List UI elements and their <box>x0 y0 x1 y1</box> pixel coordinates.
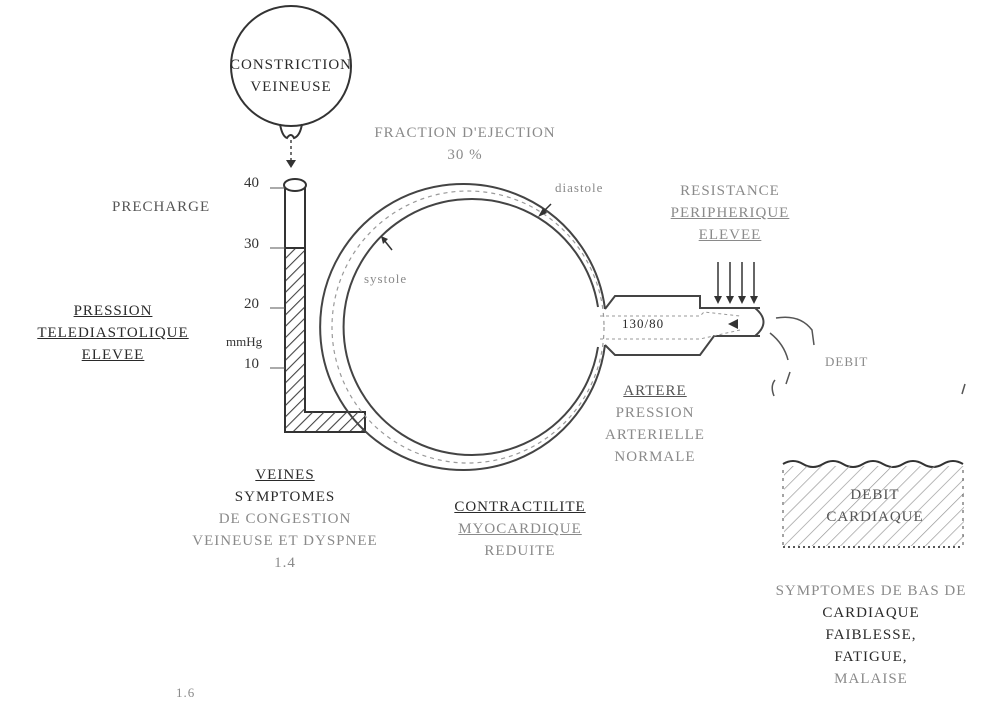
debit-box-line-1: DEBIT <box>800 484 950 506</box>
symptomes-line-3: FAIBLESSE, <box>756 624 986 646</box>
constriction-line-1: CONSTRICTION <box>226 54 356 76</box>
artere-line-3: ARTERIELLE <box>600 424 710 446</box>
debit-caption: DEBIT <box>825 351 868 373</box>
resistance-label: RESISTANCE PERIPHERIQUE ELEVEE <box>660 180 800 246</box>
resistance-line-3: ELEVEE <box>660 224 800 246</box>
pression-line-1: PRESSION <box>8 300 218 322</box>
artere-line-2: PRESSION <box>600 402 710 424</box>
symptomes-line-2: CARDIAQUE <box>756 602 986 624</box>
scale-tick-10: 10 <box>244 356 259 373</box>
pressure-value-label: 130/80 <box>622 313 664 335</box>
veines-label: VEINES SYMPTOMES DE CONGESTION VEINEUSE … <box>140 464 430 574</box>
fraction-line-2: 30 % <box>345 144 585 166</box>
scale-tick-20: 20 <box>244 296 259 313</box>
diastole-label: diastole <box>555 177 603 199</box>
artere-label: ARTERE PRESSION ARTERIELLE NORMALE <box>600 380 710 468</box>
constriction-line-2: VEINEUSE <box>226 76 356 98</box>
contractilite-line-1: CONTRACTILITE <box>430 496 610 518</box>
resistance-line-1: RESISTANCE <box>660 180 800 202</box>
fraction-ejection-label: FRACTION D'EJECTION 30 % <box>345 122 585 166</box>
venous-reservoir <box>270 179 365 432</box>
symptomes-line-1: SYMPTOMES DE BAS DE <box>756 580 986 602</box>
resistance-arrows <box>714 262 758 304</box>
veines-line-4: VEINEUSE ET DYSPNEE <box>140 530 430 552</box>
fraction-line-1: FRACTION D'EJECTION <box>345 122 585 144</box>
veines-line-2: SYMPTOMES <box>140 486 430 508</box>
scale-tick-30: 30 <box>244 236 259 253</box>
page-number: 1.6 <box>176 682 195 704</box>
veines-line-3: DE CONGESTION <box>140 508 430 530</box>
contractilite-line-3: REDUITE <box>430 540 610 562</box>
pression-line-2: TELEDIASTOLIQUE <box>8 322 218 344</box>
debit-box-line-2: CARDIAQUE <box>800 506 950 528</box>
scale-unit: mmHg <box>226 334 262 350</box>
resistance-line-2: PERIPHERIQUE <box>660 202 800 224</box>
contractilite-label: CONTRACTILITE MYOCARDIQUE REDUITE <box>430 496 610 562</box>
pression-label: PRESSION TELEDIASTOLIQUE ELEVEE <box>8 300 218 366</box>
symptomes-line-4: FATIGUE, <box>756 646 986 668</box>
systole-label: systole <box>364 268 407 290</box>
scale-tick-40: 40 <box>244 175 259 192</box>
precharge-label: PRECHARGE <box>112 196 210 218</box>
symptomes-line-5: MALAISE <box>756 668 986 690</box>
contractilite-line-2: MYOCARDIQUE <box>430 518 610 540</box>
artere-line-1: ARTERE <box>600 380 710 402</box>
debit-box-label: DEBIT CARDIAQUE <box>800 484 950 528</box>
symptomes-label: SYMPTOMES DE BAS DE CARDIAQUE FAIBLESSE,… <box>756 580 986 690</box>
artere-line-4: NORMALE <box>600 446 710 468</box>
veines-line-1: VEINES <box>140 464 430 486</box>
constriction-label: CONSTRICTION VEINEUSE <box>226 54 356 98</box>
pression-line-3: ELEVEE <box>8 344 218 366</box>
veines-line-5: 1.4 <box>140 552 430 574</box>
